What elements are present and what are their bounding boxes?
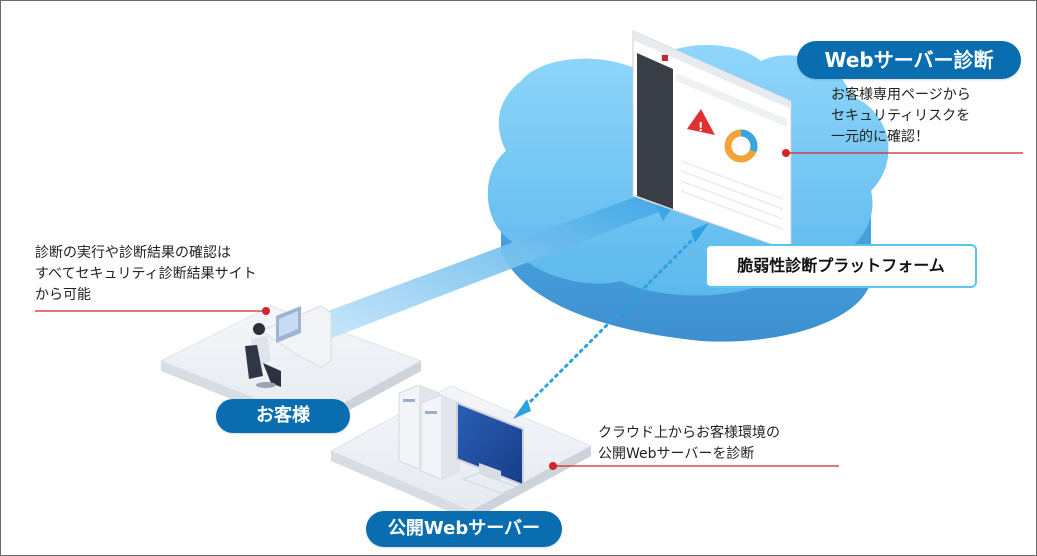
customer-note-line: から可能	[35, 287, 91, 303]
public-web-server-label: 公開Webサーバー	[366, 511, 562, 547]
donut-chart-icon	[724, 129, 758, 163]
scan-connection-line	[513, 223, 709, 419]
warning-icon: !	[687, 109, 715, 135]
server-note-line: 公開Webサーバーを診断	[598, 446, 755, 462]
customer-callout-line	[35, 307, 270, 315]
server-icon	[398, 384, 460, 480]
diagnosis-portal-screen: !	[632, 30, 792, 252]
vulnerability-platform-label: 脆弱性診断プラットフォーム	[705, 244, 977, 288]
monitor-icon	[456, 401, 524, 494]
svg-text:!: !	[698, 120, 703, 134]
portal-note-line: セキュリティリスクを	[831, 108, 971, 124]
portal-note-line: 一元的に確認！	[831, 129, 929, 145]
customer-note-line: 診断の実行や診断結果の確認は	[35, 245, 231, 261]
person-at-desk-icon	[245, 305, 332, 388]
server-note: クラウド上からお客様環境の 公開Webサーバーを診断	[598, 423, 780, 465]
server-note-line: クラウド上からお客様環境の	[598, 425, 780, 441]
customer-note: 診断の実行や診断結果の確認は すべてセキュリティ診断結果サイト から可能	[35, 243, 257, 306]
server-callout-line	[549, 462, 839, 470]
portal-note: お客様専用ページから セキュリティリスクを 一元的に確認！	[831, 85, 971, 148]
portal-screen-brand: ■	[661, 53, 669, 62]
web-server-diagnosis-label: Webサーバー診断	[797, 41, 1021, 79]
customer-note-line: すべてセキュリティ診断結果サイト	[35, 266, 257, 282]
customer-label: お客様	[216, 399, 350, 433]
portal-note-line: お客様専用ページから	[831, 87, 971, 103]
portal-callout-line	[782, 149, 1023, 157]
